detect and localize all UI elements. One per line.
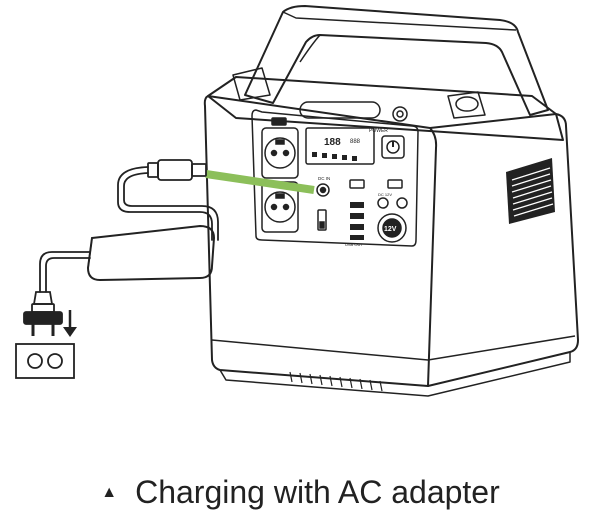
side-face: [427, 113, 579, 387]
lcd-display: [305, 127, 375, 165]
down-arrow-icon: [63, 310, 77, 337]
dc-out-label: DC 12V: [378, 192, 392, 197]
highlighted-cable: [205, 170, 315, 194]
front-face: [203, 95, 438, 387]
ac-cable: [39, 251, 91, 293]
lcd-big-digits: 188: [324, 137, 341, 148]
power-button[interactable]: [381, 135, 405, 159]
dc-input-port: [316, 183, 330, 197]
wall-socket-icon: [15, 343, 75, 379]
dc-input-label: DC IN: [318, 176, 330, 181]
caption-text: Charging with AC adapter: [135, 474, 500, 510]
ac-outlet-top: [261, 127, 299, 179]
car-socket: [377, 213, 407, 243]
caption: ▲ Charging with AC adapter: [0, 474, 601, 511]
dc-plug: [147, 159, 207, 181]
power-station: [203, 5, 579, 397]
power-label: POWER: [369, 128, 388, 134]
car-socket-label: 12V: [384, 226, 397, 233]
usb-ports: [350, 202, 364, 240]
usb-label: USB OUT: [345, 242, 363, 247]
ac-adapter: [86, 224, 216, 282]
control-panel: [251, 101, 419, 247]
plug-icon: [23, 291, 63, 336]
up-triangle-icon: ▲: [101, 484, 118, 501]
dc-cable: [117, 166, 219, 241]
carry-handle: [244, 5, 549, 116]
lcd-small-digits: 888: [350, 139, 361, 145]
